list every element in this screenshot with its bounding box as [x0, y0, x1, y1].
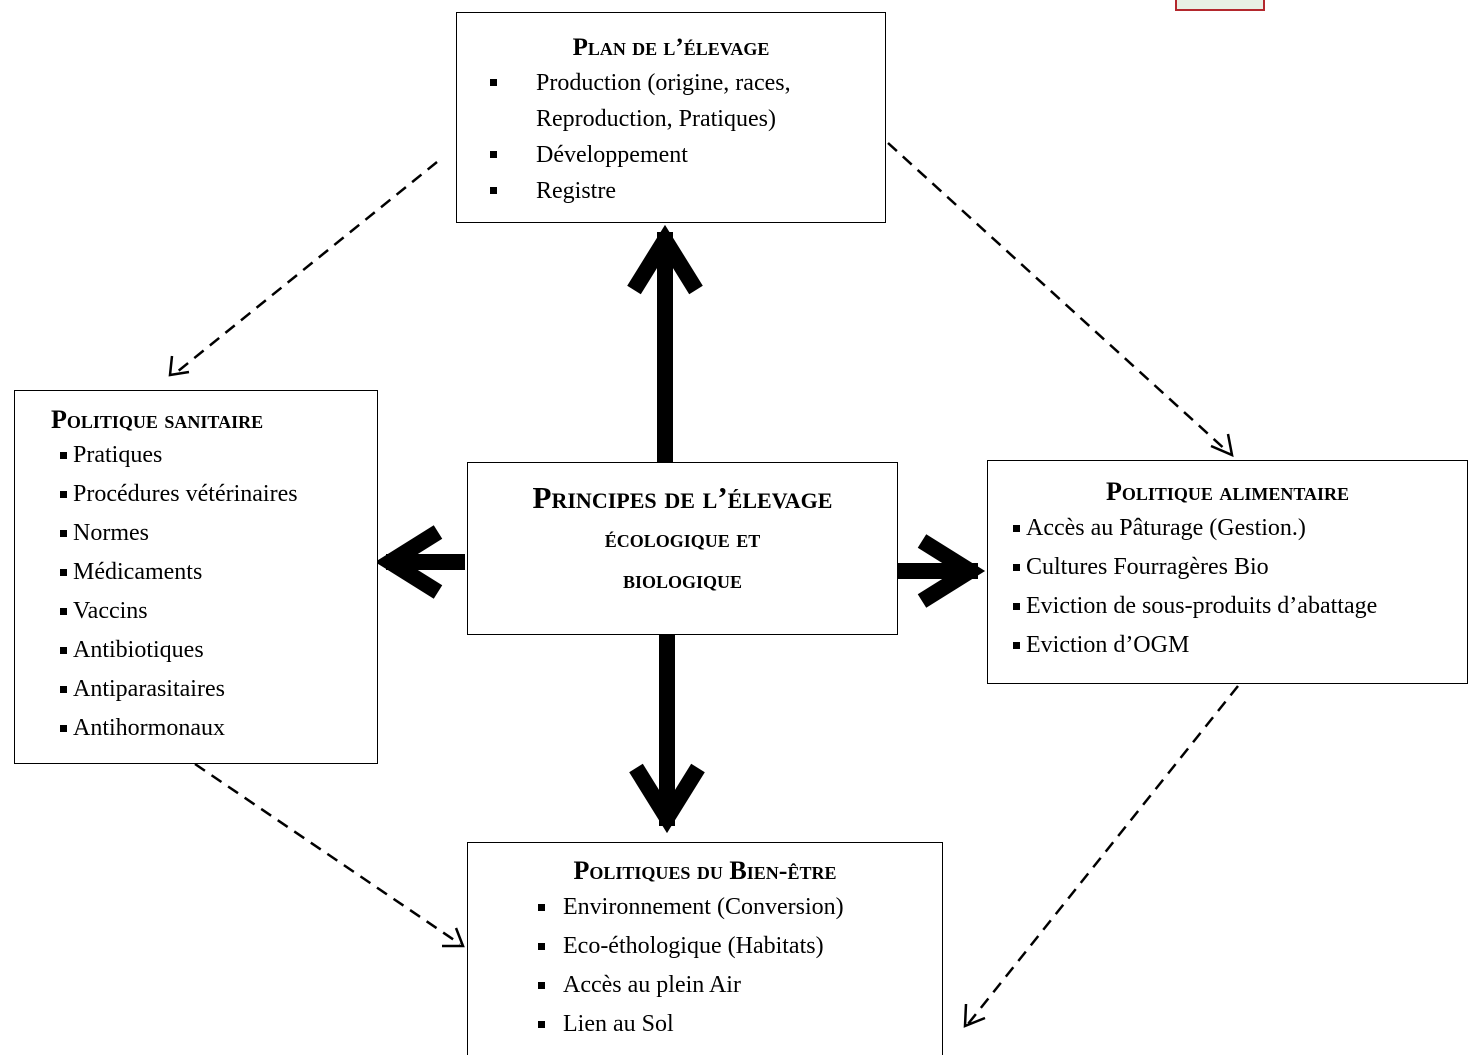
square-bullet-icon: [1013, 642, 1020, 649]
square-bullet-icon: [538, 904, 545, 911]
list-item: Registre: [457, 173, 885, 209]
plan-elevage-list: Production (origine, races, Reproduction…: [457, 65, 885, 209]
principes-title-line-1: Principes de l’élevage: [532, 480, 833, 515]
list-item: Médicaments: [15, 553, 377, 592]
dashed-arrow-sanitaire-to-bienetre: [194, 762, 461, 946]
thick-arrow-right: [898, 534, 986, 608]
list-item: Procédures vétérinaires: [15, 475, 377, 514]
square-bullet-icon: [60, 530, 67, 537]
dashed-arrow-alimentaire-to-bienetre: [967, 685, 1239, 1025]
list-item: Normes: [15, 514, 377, 553]
politique-alimentaire-list: Accès au Pâturage (Gestion.) Cultures Fo…: [988, 509, 1467, 665]
plan-elevage-box: Plan de l’élevage Production (origine, r…: [456, 12, 886, 223]
list-item: Antibiotiques: [15, 631, 377, 670]
politique-sanitaire-box: Politique sanitaire Pratiques Procédures…: [14, 390, 378, 764]
square-bullet-icon: [60, 452, 67, 459]
list-item: Développement: [457, 137, 885, 173]
list-item: Eco-éthologique (Habitats): [468, 927, 942, 966]
list-item: Eviction de sous-produits d’abattage: [988, 587, 1467, 626]
thick-arrow-up: [627, 224, 703, 462]
list-item: Eviction d’OGM: [988, 626, 1467, 665]
square-bullet-icon: [538, 943, 545, 950]
list-item: Production (origine, races,: [457, 65, 885, 101]
square-bullet-icon: [490, 79, 497, 86]
list-item: Antihormonaux: [15, 709, 377, 748]
thick-arrow-left: [374, 525, 465, 599]
square-bullet-icon: [60, 647, 67, 654]
list-item: Accès au Pâturage (Gestion.): [988, 509, 1467, 548]
list-item: Vaccins: [15, 592, 377, 631]
square-bullet-icon: [60, 686, 67, 693]
square-bullet-icon: [60, 725, 67, 732]
square-bullet-icon: [60, 608, 67, 615]
square-bullet-icon: [538, 982, 545, 989]
politiques-bien-etre-box: Politiques du Bien-être Environnement (C…: [467, 842, 943, 1055]
square-bullet-icon: [538, 1021, 545, 1028]
square-bullet-icon: [1013, 603, 1020, 610]
dashed-arrow-plan-to-alimentaire: [887, 142, 1229, 453]
square-bullet-icon: [1013, 525, 1020, 532]
square-bullet-icon: [490, 151, 497, 158]
square-bullet-icon: [1013, 564, 1020, 571]
politiques-bien-etre-list: Environnement (Conversion) Eco-éthologiq…: [468, 888, 942, 1044]
list-item: Lien au Sol: [468, 1005, 942, 1044]
logo-fragment: [1175, 0, 1265, 11]
list-item: Cultures Fourragères Bio: [988, 548, 1467, 587]
list-item: Accès au plein Air: [468, 966, 942, 1005]
politique-alimentaire-title: Politique alimentaire: [1105, 477, 1350, 506]
square-bullet-icon: [60, 491, 67, 498]
list-item: Antiparasitaires: [15, 670, 377, 709]
square-bullet-icon: [60, 569, 67, 576]
principes-title-line-3: biologique: [622, 565, 743, 594]
thick-arrow-down: [629, 635, 705, 834]
principes-title-line-2: écologique et: [604, 524, 761, 553]
politique-sanitaire-title: Politique sanitaire: [51, 405, 264, 434]
dashed-arrow-plan-to-sanitaire: [176, 161, 438, 373]
principes-center-box: Principes de l’élevage écologique et bio…: [467, 462, 898, 635]
square-bullet-icon: [490, 187, 497, 194]
list-item: Environnement (Conversion): [468, 888, 942, 927]
politiques-bien-etre-title: Politiques du Bien-être: [573, 856, 837, 885]
plan-elevage-title: Plan de l’élevage: [572, 34, 770, 61]
politique-sanitaire-list: Pratiques Procédures vétérinaires Normes…: [15, 436, 377, 748]
list-item: Reproduction, Pratiques): [536, 106, 776, 132]
list-item: Pratiques: [15, 436, 377, 475]
politique-alimentaire-box: Politique alimentaire Accès au Pâturage …: [987, 460, 1468, 684]
